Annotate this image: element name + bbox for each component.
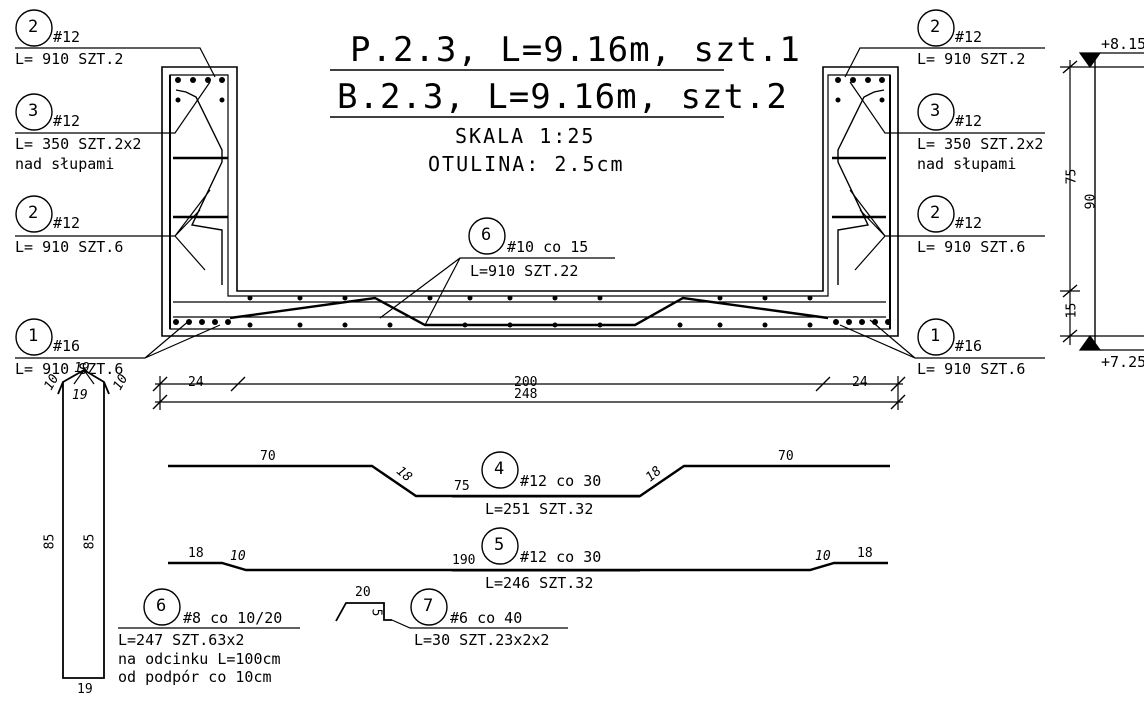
bar4-shape (168, 464, 890, 498)
stirrup-side-right: 85 (82, 533, 98, 550)
left-bar4-dia: #16 (53, 337, 81, 355)
leader-right-bar3 (849, 81, 1045, 134)
right-bar3-spec: L= 910 SZT.6 (917, 238, 1026, 256)
dim-edge-left: 24 (188, 375, 204, 390)
right-bar4-spec: L= 910 SZT.6 (917, 360, 1026, 378)
elevation-top-triangle (1078, 52, 1102, 69)
leader-slab-bar6 (379, 257, 470, 326)
right-bar2-dia: #12 (955, 112, 983, 130)
rebar-dots (173, 77, 891, 328)
stirrup-bottom: 19 (77, 682, 93, 697)
right-bar1-dia: #12 (955, 28, 983, 46)
scale-label: SKALA 1:25 (455, 124, 596, 148)
title-line2: B.2.3, L=9.16m, szt.2 (337, 77, 788, 117)
leader-right-bar1 (839, 319, 1045, 359)
dim-middle: 200 (514, 375, 538, 390)
left-zigzag-bar (175, 89, 223, 285)
right-bar1-spec: L= 910 SZT.2 (917, 50, 1026, 68)
stirrup-outline (169, 74, 891, 330)
bar5-hook-right: 10 (815, 549, 831, 564)
right-bar2-note: nad słupami (917, 155, 1017, 173)
bar4-dia: #12 co 30 (520, 472, 602, 490)
leader-right-bar2-mid (849, 189, 1045, 271)
left-bar2-note: nad słupami (15, 155, 115, 173)
left-bar4-spec: L= 910 SZT.6 (15, 360, 124, 378)
bar4-spec: L=251 SZT.32 (485, 500, 594, 518)
clip-shape (335, 602, 392, 622)
right-bar1-number: 2 (930, 17, 941, 37)
left-bar2-dia: #12 (53, 112, 81, 130)
bar5-dia: #12 co 30 (520, 548, 602, 566)
dim-total: 248 (514, 387, 538, 402)
bar5-middle: 190 (452, 553, 476, 568)
slab-bar-number: 6 (481, 225, 492, 245)
bar7-leader (391, 619, 568, 629)
leader-left-bar3 (15, 81, 211, 134)
cross-section-outline (161, 66, 899, 337)
elevation-ticks (1062, 60, 1078, 343)
right-zigzag-bar (837, 89, 885, 285)
left-bar2-spec: L= 350 SZT.2x2 (15, 135, 142, 153)
leader-right-bar2-top (844, 47, 1045, 78)
bar6-dia: #8 co 10/20 (183, 609, 283, 627)
elevation-height-lower: 15 (1064, 302, 1080, 319)
elevation-bottom: +7.25 (1101, 353, 1144, 371)
left-bar3-spec: L= 910 SZT.6 (15, 238, 124, 256)
bar5-spec: L=246 SZT.32 (485, 574, 594, 592)
elevation-top: +8.15 (1101, 35, 1144, 53)
dim-edge-right: 24 (852, 375, 868, 390)
right-bar4-dia: #16 (955, 337, 983, 355)
bar5-number: 5 (494, 535, 505, 555)
slab-bar-dia: #10 co 15 (507, 238, 589, 256)
left-bar2-number: 3 (28, 101, 39, 121)
elevation-height-upper: 75 (1064, 168, 1080, 185)
left-bar3-dia: #12 (53, 214, 81, 232)
stirrup-hook-lines (73, 369, 95, 385)
bar4-bottom: 75 (454, 479, 470, 494)
bar4-number: 4 (494, 459, 505, 479)
bar5-left: 18 (188, 546, 204, 561)
bar6-note2: od podpór co 10cm (118, 668, 272, 686)
leader-left-bar2-top (15, 47, 216, 78)
stirrup-top-inner: 19 (72, 388, 88, 403)
right-bar3-number: 2 (930, 203, 941, 223)
bar6-note1: na odcinku L=100cm (118, 650, 281, 668)
dim-ticks (152, 376, 906, 410)
bar7-dia: #6 co 40 (450, 609, 523, 627)
stirrup-top-left: 19 (74, 361, 90, 376)
bar7-number: 7 (423, 596, 434, 616)
bar7-spec: L=30 SZT.23x2x2 (414, 631, 550, 649)
left-bar4-number: 1 (28, 326, 39, 346)
slab-bent-bar (229, 296, 829, 327)
bar4-flat-left: 70 (260, 449, 276, 464)
stirrup-shape (57, 368, 110, 679)
left-bar3-number: 2 (28, 203, 39, 223)
right-bar4-number: 1 (930, 326, 941, 346)
bar5-hook-left: 10 (230, 549, 246, 564)
cover-label: OTULINA: 2.5cm (428, 152, 625, 176)
bar6-number: 6 (156, 596, 167, 616)
left-bar1-dia: #12 (53, 28, 81, 46)
clip-width: 20 (355, 585, 371, 600)
clip-leg: 5 (368, 608, 384, 617)
right-bar3-dia: #12 (955, 214, 983, 232)
elevation-height-total: 90 (1083, 193, 1099, 210)
slab-bar-spec: L=910 SZT.22 (470, 262, 579, 280)
leader-left-bar2-mid (15, 189, 211, 271)
stirrup-side-left: 85 (42, 533, 58, 550)
bar6-spec: L=247 SZT.63x2 (118, 631, 245, 649)
right-bar2-spec: L= 350 SZT.2x2 (917, 135, 1044, 153)
left-bar1-spec: L= 910 SZT.2 (15, 50, 124, 68)
elevation-bottom-triangle (1078, 334, 1102, 351)
bar4-flat-right: 70 (778, 449, 794, 464)
bar-number-circles (15, 9, 955, 626)
bar5-right: 18 (857, 546, 873, 561)
bar5-shape (168, 561, 888, 572)
left-bar1-number: 2 (28, 17, 39, 37)
leader-left-bar1 (15, 319, 221, 359)
right-bar2-number: 3 (930, 101, 941, 121)
title-line1: P.2.3, L=9.16m, szt.1 (350, 30, 801, 70)
